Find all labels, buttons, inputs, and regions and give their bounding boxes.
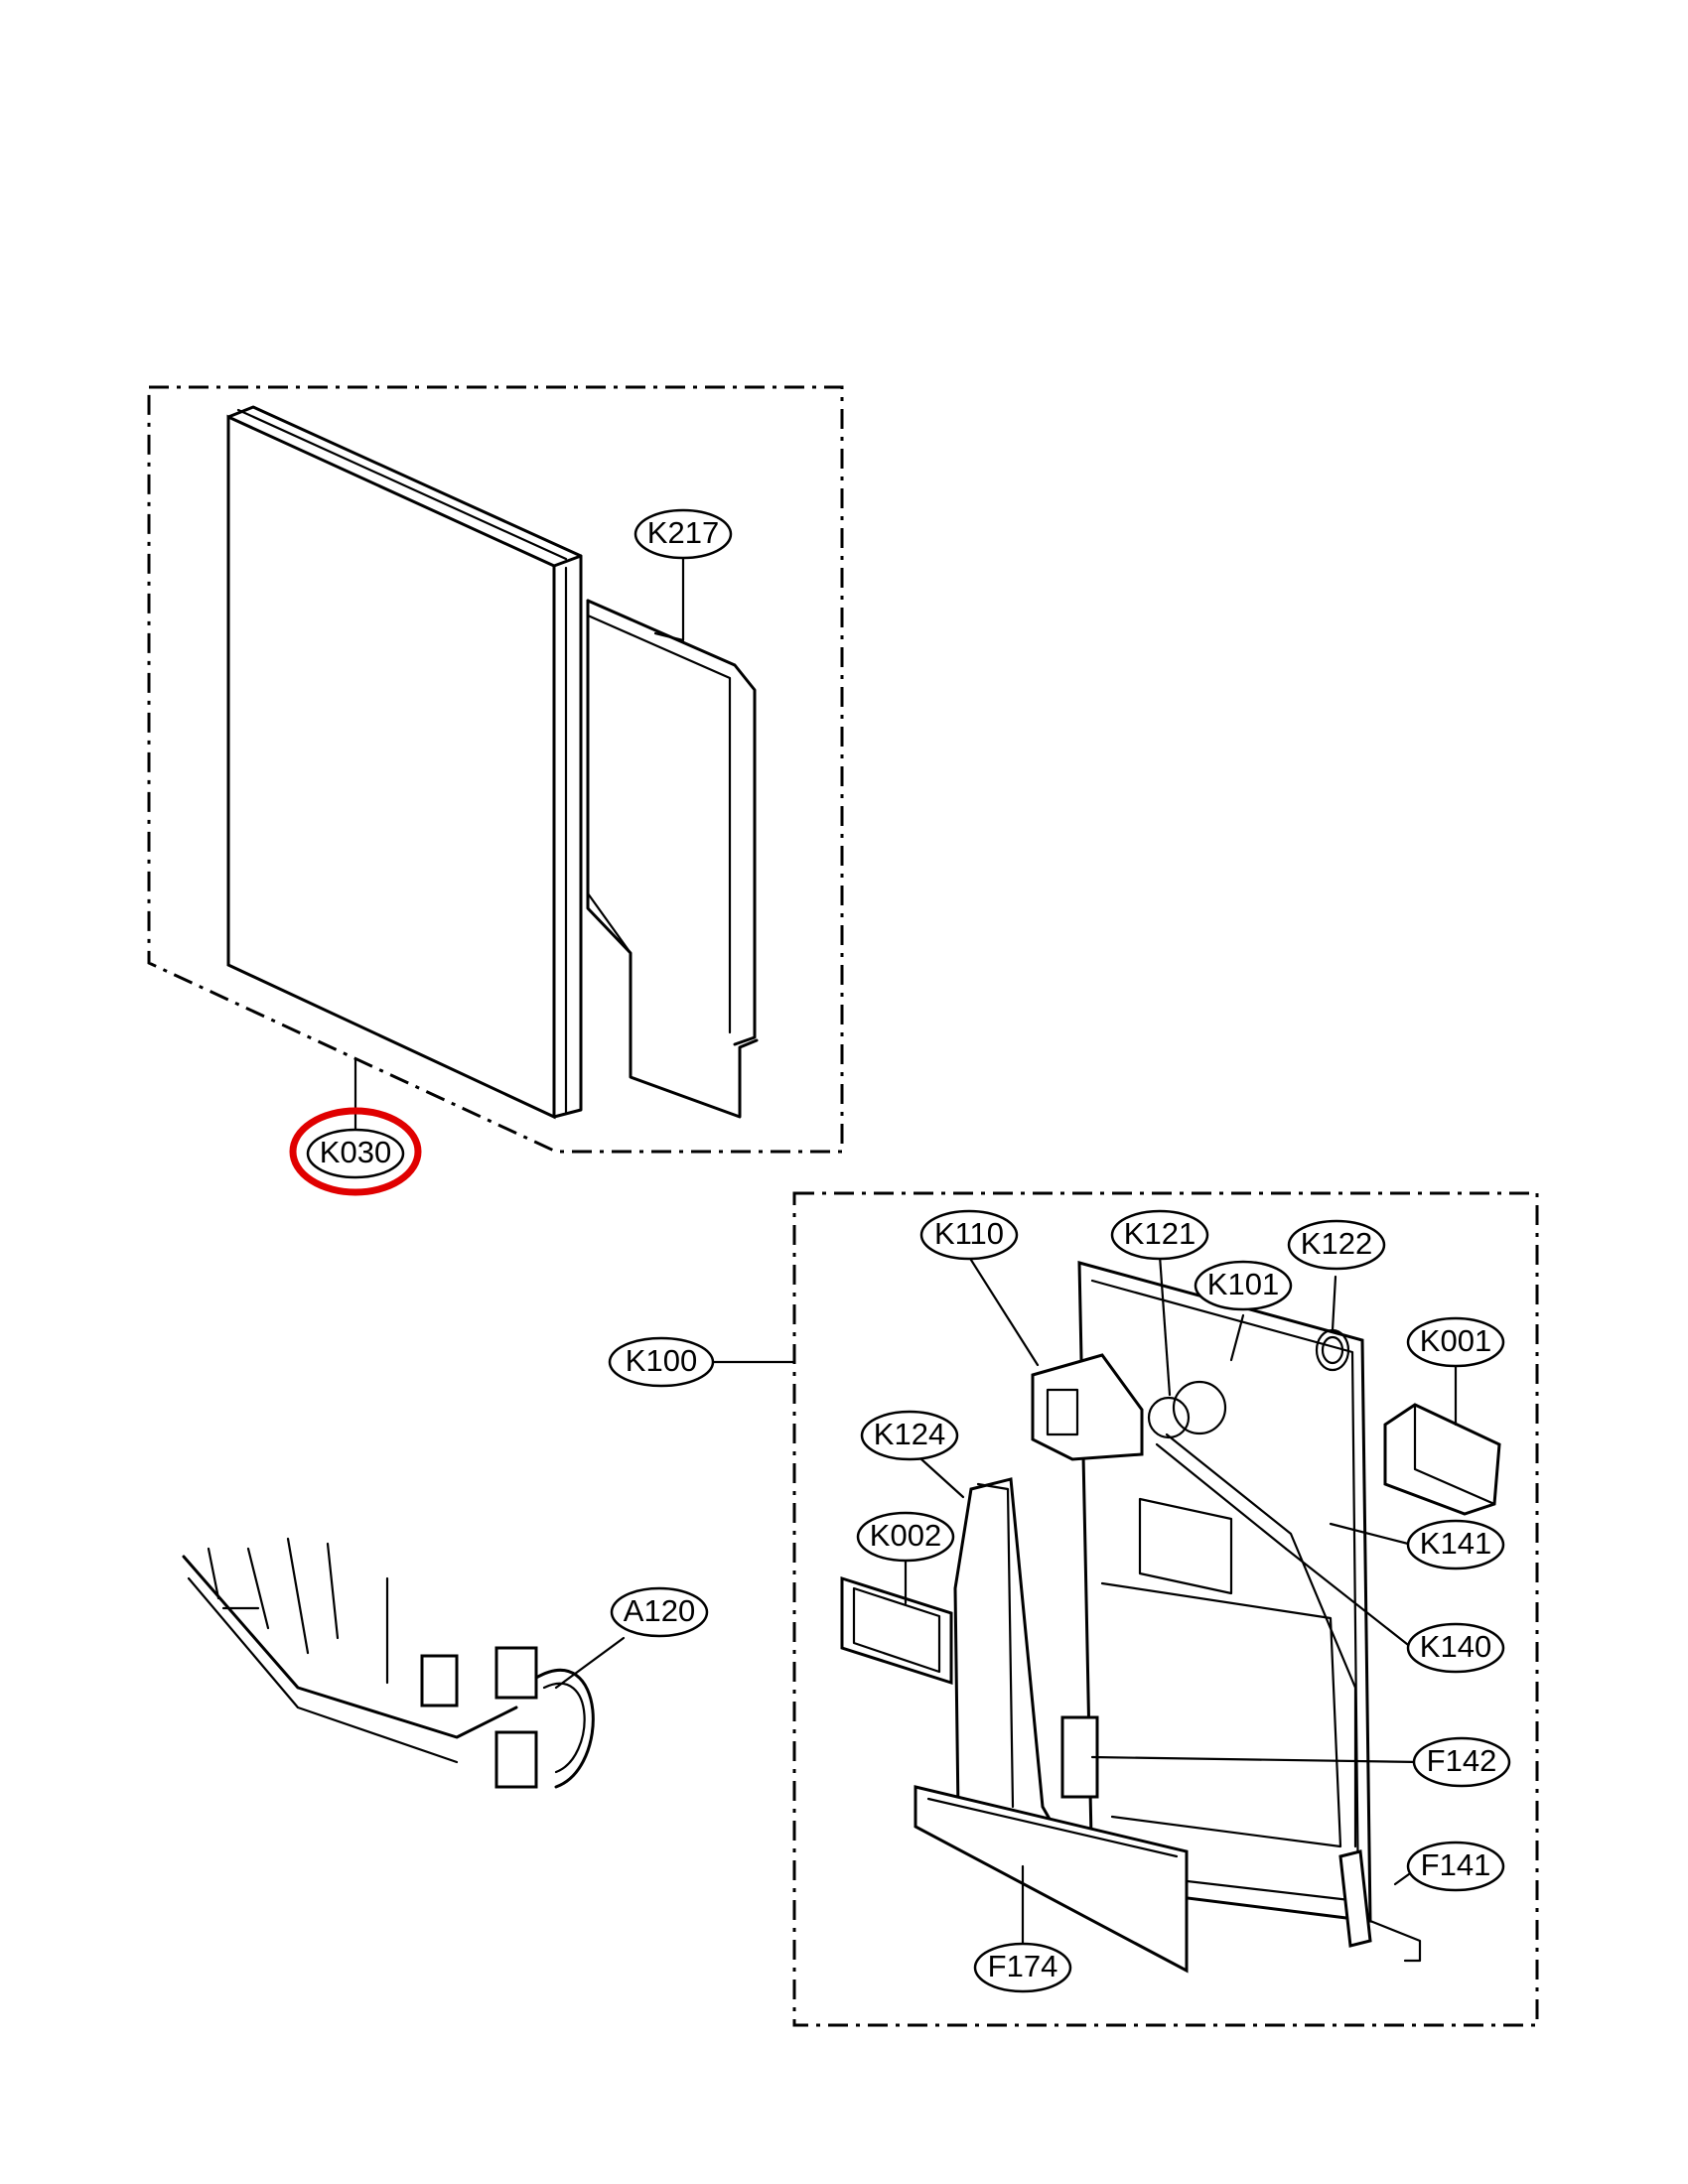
inner-door-group <box>792 1191 1539 2027</box>
highlight-circle <box>289 1107 422 1196</box>
callout-k217-label: K217 <box>647 515 719 550</box>
callout-k100-label: K100 <box>626 1343 697 1378</box>
callout-k141: K141 <box>1406 1519 1505 1570</box>
callout-k002-label: K002 <box>870 1518 941 1553</box>
callout-k002: K002 <box>856 1511 955 1563</box>
dispenser-drawing <box>1031 1353 1144 1461</box>
callout-f141: F141 <box>1406 1841 1505 1892</box>
callout-k217: K217 <box>633 508 733 560</box>
callout-f141-label: F141 <box>1421 1847 1491 1882</box>
door-group-frame <box>147 385 844 1154</box>
callout-k121: K121 <box>1110 1209 1209 1261</box>
inner-door-group-frame <box>792 1191 1539 2027</box>
callout-k124: K124 <box>860 1410 959 1461</box>
leader-lines <box>353 554 1458 1948</box>
callout-k124-label: K124 <box>874 1417 945 1451</box>
callout-k030[interactable]: K030 <box>289 1107 422 1196</box>
callout-k001: K001 <box>1406 1316 1505 1368</box>
callout-f174-label: F174 <box>988 1949 1058 1983</box>
callout-a120-label: A120 <box>624 1593 695 1628</box>
callout-k101-label: K101 <box>1207 1267 1279 1301</box>
duct-drawing <box>953 1477 1064 1853</box>
callout-k140: K140 <box>1406 1622 1505 1674</box>
vent-drawing <box>1383 1403 1501 1516</box>
wire-harness-drawing <box>182 1537 595 1789</box>
callout-f142-label: F142 <box>1427 1743 1497 1778</box>
callout-f142: F142 <box>1412 1736 1511 1788</box>
callout-f174: F174 <box>973 1942 1072 1993</box>
callout-k001-label: K001 <box>1420 1323 1491 1358</box>
callout-k101: K101 <box>1194 1260 1293 1311</box>
callout-k100: K100 <box>608 1336 715 1388</box>
callout-k141-label: K141 <box>1420 1526 1491 1561</box>
callout-k030-label: K030 <box>320 1135 391 1169</box>
callout-k121-label: K121 <box>1124 1216 1196 1251</box>
callout-k122-label: K122 <box>1301 1226 1372 1261</box>
inner-panel-drawing <box>586 599 759 1119</box>
callout-a120: A120 <box>610 1586 709 1638</box>
door-panel-group <box>147 385 844 1154</box>
callout-k110: K110 <box>919 1209 1019 1261</box>
door-panel-drawing <box>226 405 583 1120</box>
inner-door-liner-drawing <box>1077 1261 1372 1923</box>
bottom-rail-drawing <box>914 1785 1189 1974</box>
gasket-plate-drawing <box>840 1575 953 1686</box>
callout-k122: K122 <box>1287 1219 1386 1271</box>
callout-k140-label: K140 <box>1420 1629 1491 1664</box>
callout-k110-label: K110 <box>934 1216 1004 1251</box>
